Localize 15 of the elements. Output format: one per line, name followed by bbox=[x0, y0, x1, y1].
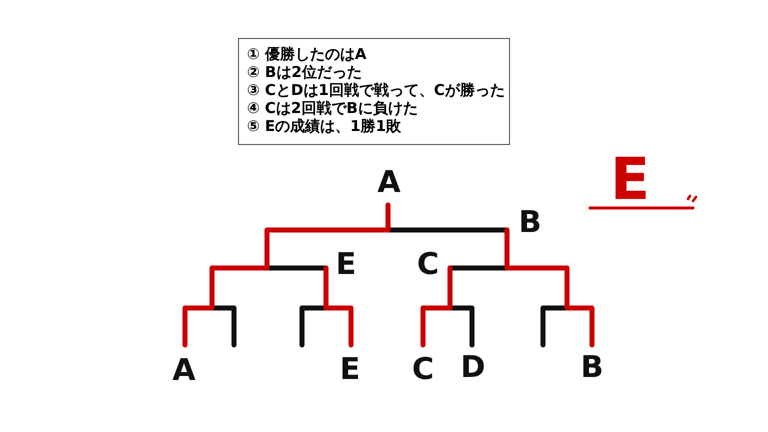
player-letter: E bbox=[340, 355, 360, 385]
player-letter: B bbox=[518, 208, 542, 238]
player-letter: A bbox=[377, 168, 401, 198]
player-letter: C bbox=[416, 250, 440, 280]
player-letter: A bbox=[172, 356, 196, 386]
player-letter: B bbox=[580, 353, 604, 383]
condition-text: ② Bは2位だった bbox=[247, 63, 363, 81]
condition-text: ⑤ Eの成績は、1勝1敗 bbox=[247, 117, 402, 135]
player-letter: C bbox=[412, 355, 434, 385]
conditions-box bbox=[238, 38, 510, 145]
condition-text: ① 優勝したのはA bbox=[247, 45, 368, 63]
player-letter: D bbox=[460, 353, 486, 383]
condition-text: ④ Cは2回戦でBに負けた bbox=[247, 99, 419, 117]
answer-letter: E bbox=[610, 150, 650, 208]
player-letter: E bbox=[336, 250, 356, 280]
